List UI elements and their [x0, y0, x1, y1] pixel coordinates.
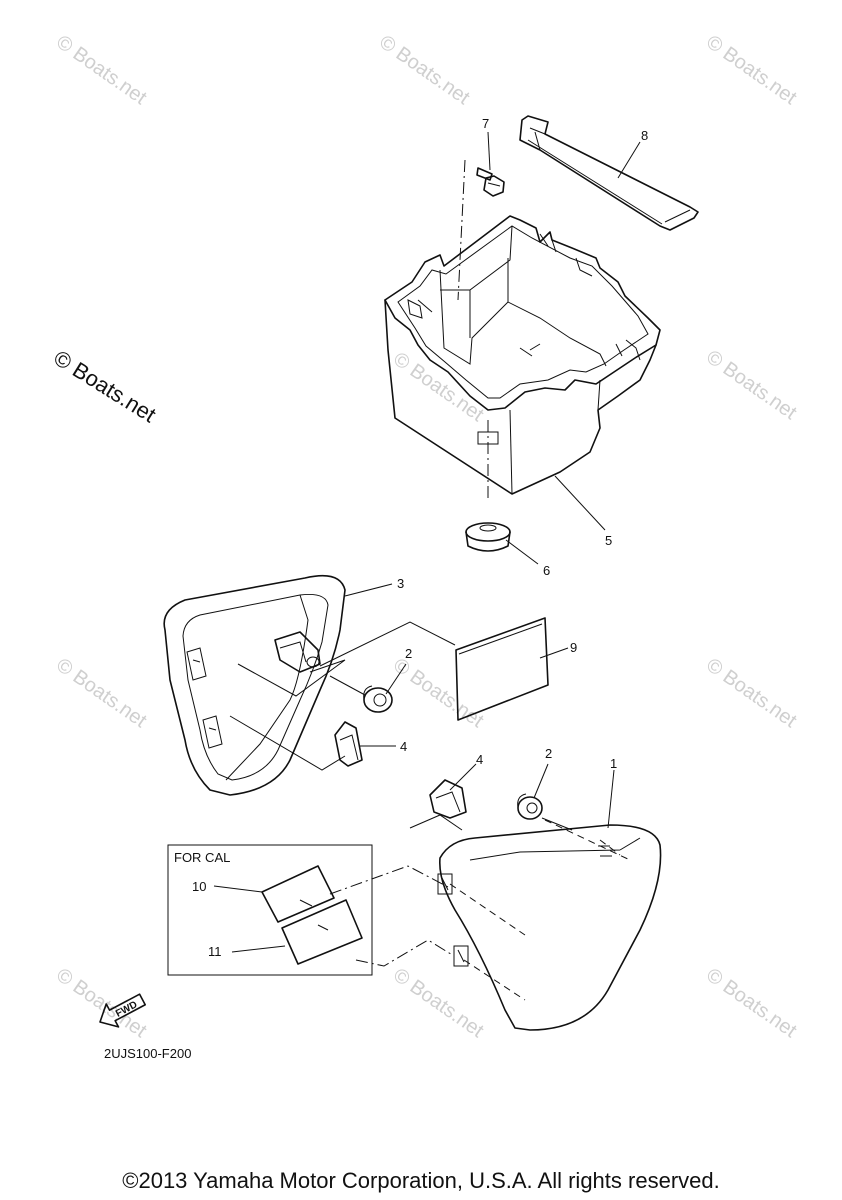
callout-7: 7	[482, 116, 489, 131]
callout-4: 4	[400, 739, 407, 754]
box-bottom-hole	[477, 431, 499, 445]
callout-leaders	[213, 131, 641, 953]
grommet-guideline	[329, 675, 366, 696]
grommet-lower	[517, 793, 543, 820]
watermark: © Boats.net	[389, 964, 488, 1042]
callout-6: 6	[543, 563, 550, 578]
callout-10: 10	[192, 879, 206, 894]
callout-3: 3	[397, 576, 404, 591]
cover-hidden-line	[449, 883, 526, 936]
callout-9: 9	[570, 640, 577, 655]
cover-hidden-line	[544, 819, 631, 861]
callout-1: 1	[610, 756, 617, 771]
watermark: © Boats.net	[702, 654, 801, 732]
side-cover-left	[163, 574, 346, 796]
grommet-bottom	[465, 522, 511, 552]
callout-2: 2	[405, 646, 412, 661]
damper-guideline	[409, 814, 463, 831]
callout-numbers: 7 8 5 6 3 2 9 4 4 2 1 10 11	[192, 116, 648, 959]
battery-box	[384, 215, 661, 495]
grommet-upper	[363, 685, 393, 713]
callout-8: 8	[641, 128, 648, 143]
sheet-label	[455, 617, 549, 721]
callout-5: 5	[605, 533, 612, 548]
part-code: 2UJS100-F200	[104, 1046, 191, 1061]
watermark: © Boats.net	[389, 654, 488, 732]
damper-upper	[334, 721, 363, 767]
watermark: © Boats.net	[702, 346, 801, 424]
watermark: © Boats.net	[702, 31, 801, 109]
label-guideline	[355, 939, 455, 967]
cover-hidden-line	[463, 959, 526, 1001]
side-cover-right	[437, 824, 662, 1031]
battery-band	[519, 115, 699, 231]
callout-2: 2	[545, 746, 552, 761]
watermark: © Boats.net	[389, 348, 488, 426]
watermark: © Boats.net	[375, 31, 474, 109]
watermark: © Boats.net	[52, 654, 151, 732]
label-guideline	[329, 865, 451, 895]
watermark: © Boats.net	[52, 31, 151, 109]
cover-guideline	[229, 715, 346, 771]
callout-11: 11	[208, 944, 222, 959]
watermark-group: © Boats.net © Boats.net © Boats.net © Bo…	[49, 31, 801, 1042]
callout-4: 4	[476, 752, 483, 767]
for-cal-label: FOR CAL	[174, 850, 230, 865]
bolt-centerline	[457, 159, 466, 301]
watermark-main: © Boats.net	[49, 345, 160, 427]
cover-guideline	[237, 659, 346, 697]
for-cal-box: FOR CAL	[167, 844, 373, 976]
damper-lower	[429, 779, 467, 819]
bolt	[476, 167, 505, 197]
watermark: © Boats.net	[702, 964, 801, 1042]
grommet-guideline	[541, 817, 573, 831]
copyright-notice: ©2013 Yamaha Motor Corporation, U.S.A. A…	[122, 1168, 720, 1193]
cover-guideline	[319, 621, 456, 667]
